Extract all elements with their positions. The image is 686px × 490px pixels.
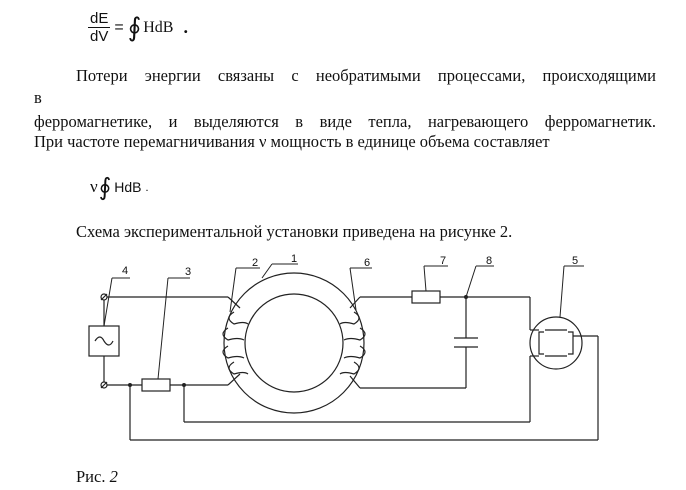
fraction-denominator: dV [90, 28, 109, 45]
integrand: HdB [143, 18, 174, 36]
paragraph-line-2: в [34, 88, 42, 107]
oscilloscope-tube [529, 316, 583, 370]
circuit-diagram: 4 3 2 1 6 7 8 5 [88, 253, 599, 441]
label-6: 6 [364, 257, 370, 269]
label-7: 7 [440, 255, 446, 267]
label-4: 4 [122, 265, 128, 277]
figure-caption: Рис. 2 [76, 467, 118, 487]
paragraph-line-4: При частоте перемагничивания ν мощность … [34, 132, 550, 151]
paragraph-2: Схема экспериментальной установки привед… [76, 222, 513, 241]
resistor-3 [141, 378, 171, 392]
formula-period: . [145, 179, 149, 194]
label-8: 8 [486, 255, 492, 267]
formula-power: ν ∮ HdB . [90, 174, 148, 200]
label-1: 1 [291, 253, 297, 265]
equals-sign: = [114, 18, 124, 36]
formula-period: . [183, 17, 188, 37]
label-5: 5 [572, 255, 578, 267]
resistor-7 [411, 290, 441, 304]
label-2: 2 [252, 257, 258, 269]
caption-number: 2 [109, 467, 118, 486]
toroid-core-outer [223, 272, 365, 414]
sine-icon [94, 336, 114, 346]
primary-coil [222, 311, 249, 375]
paragraph-line-3: ферромагнетике, и выделяются в виде тепл… [34, 112, 656, 131]
label-3: 3 [185, 266, 191, 278]
contour-integral-symbol: ∮ [127, 12, 142, 43]
toroid-core-inner [244, 293, 344, 393]
fraction-numerator: dE [88, 10, 111, 28]
frequency-symbol: ν [90, 177, 98, 196]
formula-energy-density: dE dV = ∮ HdB . [88, 10, 188, 45]
caption-prefix: Рис. [76, 467, 106, 486]
contour-integral-symbol: ∮ [98, 173, 112, 201]
paragraph-line-1: Потери энергии связаны с необратимыми пр… [76, 66, 656, 85]
integrand: HdB [114, 179, 142, 195]
secondary-coil [339, 311, 366, 375]
fraction: dE dV [88, 10, 111, 45]
